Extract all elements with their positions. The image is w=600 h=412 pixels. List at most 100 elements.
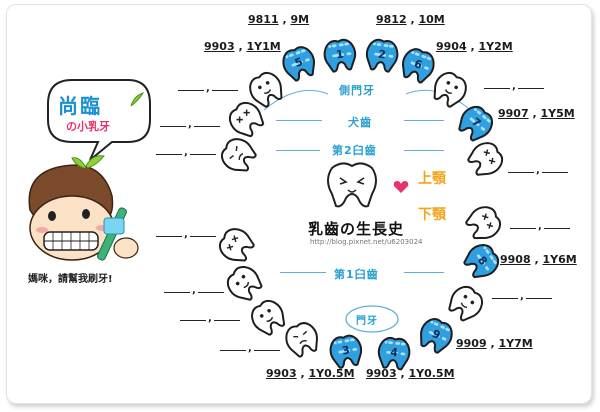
upper-tooth-5-label: 9903 , 1Y1M	[204, 41, 281, 53]
lower-tooth-4-label: 9903 , 1Y0.5M	[366, 368, 455, 380]
upper-unerupted-tooth-date-blank	[156, 154, 182, 155]
eruption-date: 9811	[248, 13, 279, 26]
upper-unerupted-tooth-age-blank	[542, 172, 568, 173]
separator: ,	[512, 81, 516, 92]
lower-unerupted-tooth-age-blank	[190, 236, 216, 237]
lower-unerupted-tooth-date-blank	[164, 292, 190, 293]
separator: ,	[208, 313, 212, 324]
separator: ,	[206, 83, 210, 94]
lower-unerupted-tooth-date-blank	[492, 298, 518, 299]
tooth-face-icon	[467, 142, 504, 176]
lower-jaw-label: 下顎	[418, 207, 446, 223]
lower-unerupted-tooth	[278, 315, 326, 364]
eruption-date: 9812	[376, 13, 407, 26]
lower-unerupted-tooth	[459, 198, 509, 248]
eruption-age: 1Y2M	[478, 40, 513, 53]
lower-unerupted-tooth-date-blank	[220, 350, 246, 351]
upper-tooth-2-label: 9812 , 10M	[376, 14, 445, 26]
lower-unerupted-tooth-age-blank	[214, 320, 240, 321]
lower-unerupted-tooth-age-blank	[526, 298, 552, 299]
erupted-tooth-icon	[402, 48, 435, 84]
tooth-face-icon	[285, 322, 318, 358]
tooth-face-icon	[249, 71, 283, 108]
chart-title: 乳齒の生長史	[308, 220, 405, 238]
erupted-tooth-icon	[282, 46, 315, 82]
separator: ,	[528, 107, 541, 120]
lower-unerupted-tooth	[218, 257, 270, 309]
eruption-age: 1Y0.5M	[408, 367, 455, 380]
tooth-face-icon	[465, 206, 502, 240]
upper-unerupted-tooth-age-blank	[190, 154, 216, 155]
center-tooth-logo	[322, 160, 382, 210]
separator: ,	[530, 253, 543, 266]
tooth-face-icon	[226, 265, 263, 301]
tooth-face-icon	[433, 71, 467, 108]
separator: ,	[536, 165, 540, 176]
upper-unerupted-tooth-age-blank	[518, 88, 544, 89]
lower-unerupted-tooth-date-blank	[156, 236, 182, 237]
tooth-face-icon	[251, 299, 286, 336]
separator: ,	[234, 40, 247, 53]
bubble-title: 尚臨	[58, 94, 102, 118]
separator: ,	[248, 343, 252, 354]
tooth-face-icon	[228, 101, 265, 138]
lower-unerupted-tooth	[211, 220, 262, 270]
erupted-tooth-icon	[463, 244, 500, 279]
eruption-age: 1Y6M	[542, 253, 577, 266]
lower-unerupted-tooth-age-blank	[544, 228, 570, 229]
eruption-date: 9909	[456, 337, 487, 350]
eruption-age: 1Y5M	[540, 107, 575, 120]
upper-tooth-7-label: 9907 , 1Y5M	[498, 108, 575, 120]
guide-canine: 犬齒	[348, 116, 372, 129]
upper-tooth-6-label: 9904 , 1Y2M	[436, 41, 513, 53]
lower-tooth-4: 4	[374, 332, 414, 374]
upper-unerupted-tooth-date-blank	[178, 90, 204, 91]
eruption-date: 9903	[266, 367, 297, 380]
erupted-tooth-icon	[458, 105, 494, 142]
eruption-age: 10M	[418, 13, 445, 26]
separator: ,	[406, 13, 419, 26]
speech-bubble-shape	[47, 79, 151, 161]
upper-unerupted-tooth	[213, 130, 264, 180]
eruption-age: 1Y1M	[246, 40, 281, 53]
upper-tooth-5: 5	[276, 39, 323, 87]
boy-character	[16, 152, 146, 270]
guide-second-molar: 第2臼齒	[332, 144, 377, 157]
guide-line	[404, 120, 444, 121]
separator: ,	[278, 13, 291, 26]
upper-unerupted-tooth	[241, 64, 291, 115]
blog-url: http://blog.pixnet.net/u6203024	[310, 238, 423, 246]
tooth-face-icon	[218, 228, 255, 262]
lower-unerupted-tooth	[440, 277, 492, 329]
lower-unerupted-tooth-date-blank	[510, 228, 536, 229]
upper-tooth-6: 6	[395, 41, 442, 89]
upper-jaw-label: 上顎	[418, 171, 446, 187]
separator: ,	[184, 147, 188, 158]
upper-tooth-1: 1	[320, 34, 361, 77]
bubble-subtitle: の小乳牙	[66, 120, 110, 133]
separator: ,	[296, 367, 309, 380]
upper-unerupted-tooth-date-blank	[508, 172, 534, 173]
separator: ,	[192, 285, 196, 296]
erupted-tooth-icon	[377, 336, 411, 371]
erupted-tooth-icon	[329, 334, 363, 369]
tooth-face-icon	[448, 285, 484, 322]
eruption-date: 9907	[498, 107, 529, 120]
incisor-ring	[345, 305, 399, 333]
erupted-tooth-icon	[420, 318, 453, 354]
guide-incisor: 門牙	[356, 316, 378, 327]
heart-icon	[393, 181, 409, 193]
upper-tooth-1-label: 9811 , 9M	[248, 14, 309, 26]
guide-line	[404, 150, 444, 151]
lower-tooth-8: 8	[456, 235, 508, 286]
lower-tooth-9-label: 9909 , 1Y7M	[456, 338, 533, 350]
separator: ,	[520, 291, 524, 302]
upper-unerupted-tooth-age-blank	[194, 126, 220, 127]
lower-tooth-8-label: 9908 , 1Y6M	[500, 254, 577, 266]
separator: ,	[396, 367, 409, 380]
lower-unerupted-tooth-age-blank	[198, 292, 224, 293]
guide-line	[404, 272, 444, 273]
lower-unerupted-tooth-age-blank	[254, 350, 280, 351]
upper-unerupted-tooth	[220, 93, 272, 145]
guide-lateral-incisor: 側門牙	[339, 84, 375, 97]
